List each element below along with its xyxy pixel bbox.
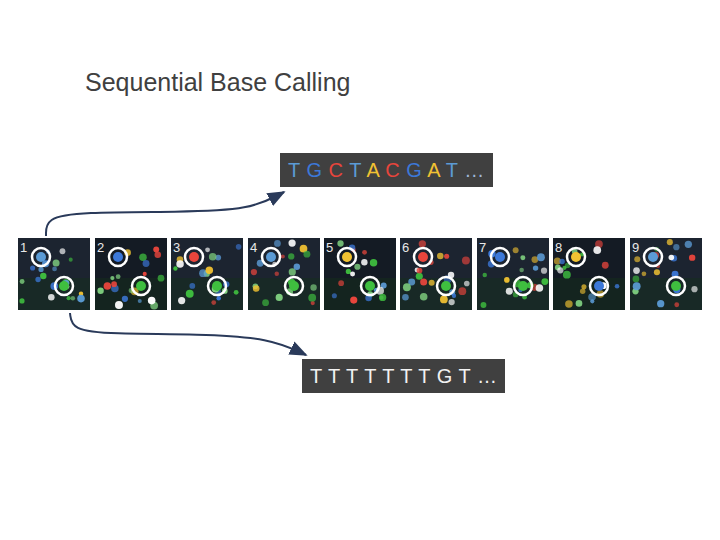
cycle-number: 7 <box>479 241 486 255</box>
cluster-image <box>477 238 549 310</box>
pointer-arrow <box>70 313 306 355</box>
cluster-ring <box>667 277 685 295</box>
base-sequence: T T T T T T T G T … <box>310 364 497 388</box>
cluster-image <box>553 238 625 310</box>
cycle-number: 6 <box>402 241 409 255</box>
cluster-ring <box>338 248 356 266</box>
cluster-image <box>248 238 320 310</box>
cluster-ring <box>208 277 226 295</box>
cluster-ring <box>132 277 150 295</box>
cycle-number: 3 <box>173 241 180 255</box>
base-sequence: T G C T A C G A T … <box>288 158 485 182</box>
cluster-ring <box>185 248 203 266</box>
cycle-number: 4 <box>250 241 257 255</box>
cluster-ring <box>414 248 432 266</box>
cluster-image <box>18 238 90 310</box>
cluster-ring <box>514 277 532 295</box>
cluster-ring <box>55 277 73 295</box>
sequence-box: T T T T T T T G T … <box>302 359 505 393</box>
sequence-box: T G C T A C G A T … <box>280 153 493 187</box>
cluster-image <box>171 238 243 310</box>
cycle-number: 8 <box>555 241 562 255</box>
cycle-number: 2 <box>97 241 104 255</box>
cluster-ring <box>491 248 509 266</box>
pointer-arrow <box>46 192 284 236</box>
cluster-image <box>324 238 396 310</box>
cluster-ring <box>32 248 50 266</box>
cluster-ring <box>361 277 379 295</box>
cluster-ring <box>590 277 608 295</box>
cycle-number: 5 <box>326 241 333 255</box>
cluster-image <box>630 238 702 310</box>
cluster-ring <box>567 248 585 266</box>
slide-title: Sequential Base Calling <box>85 68 350 97</box>
cycle-number: 1 <box>20 241 27 255</box>
cycle-number: 9 <box>632 241 639 255</box>
cluster-ring <box>262 248 280 266</box>
cluster-image <box>95 238 167 310</box>
cluster-ring <box>644 248 662 266</box>
cluster-ring <box>109 248 127 266</box>
cluster-ring <box>437 277 455 295</box>
cluster-ring <box>285 277 303 295</box>
cluster-image <box>400 238 472 310</box>
